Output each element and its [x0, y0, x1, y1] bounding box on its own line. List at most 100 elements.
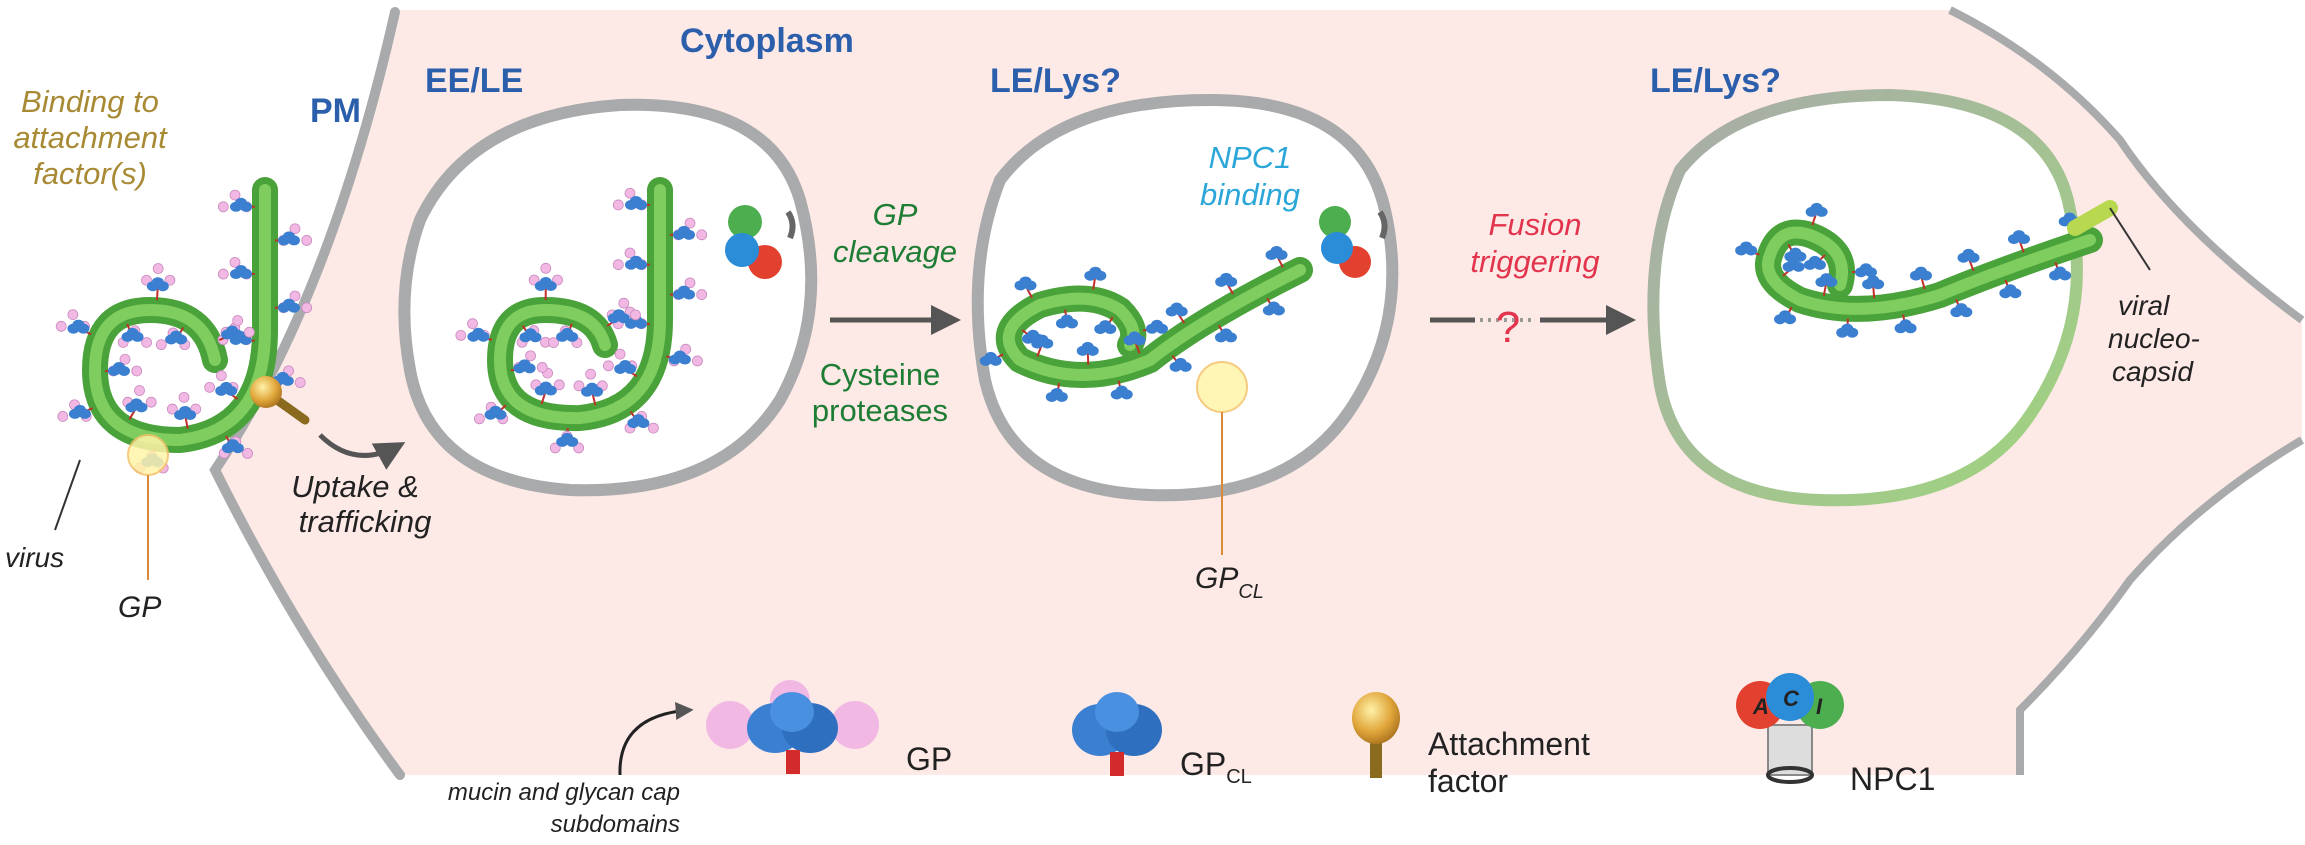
svg-text:C: C: [1783, 686, 1800, 711]
gp-spike: [528, 262, 563, 301]
gp-spike: [1774, 306, 1797, 325]
gp-spike: [1045, 382, 1068, 402]
viral-nucleocapsid-tip: [2067, 200, 2151, 271]
gp-spike: [2007, 230, 2030, 253]
gp-spike: [1836, 318, 1859, 338]
gp-spike: [1265, 245, 1288, 268]
gp-spike: [1735, 241, 1760, 256]
gp-spike: [1862, 275, 1885, 299]
legend-mucin-arrow: [618, 702, 694, 776]
gp-spike: [1803, 254, 1826, 270]
svg-text:triggering: triggering: [1470, 244, 1599, 279]
gp-spike: [516, 325, 551, 348]
svg-text:nucleo-: nucleo-: [2108, 323, 2200, 354]
gp-spike: [117, 323, 152, 348]
legend-gpcl-label: GPCL: [1180, 746, 1252, 788]
gp-spike: [1014, 276, 1037, 299]
gp-spike: [218, 315, 255, 341]
uptake-label: Uptake & trafficking: [291, 469, 431, 539]
svg-text:viral: viral: [2118, 290, 2170, 321]
svg-text:I: I: [1816, 694, 1823, 719]
gp-spike: [603, 348, 638, 378]
gp-spike: [1215, 272, 1238, 295]
binding-label: Binding to attachment factor(s): [13, 84, 168, 191]
svg-text:capsid: capsid: [2112, 356, 2194, 387]
svg-text:factor: factor: [1428, 763, 1508, 799]
gp-spike: [1262, 297, 1285, 316]
svg-text:proteases: proteases: [812, 393, 948, 428]
gp-spike: [1142, 319, 1168, 334]
gp-spike: [1957, 248, 1980, 272]
question-mark: ?: [1496, 303, 1520, 352]
gp-spike: [666, 343, 703, 367]
gp-spike: [1214, 324, 1237, 343]
svg-text:attachment: attachment: [13, 120, 168, 155]
legend-mucin-note: mucin and glycan cap subdomains: [448, 779, 680, 838]
gp-spike: [510, 350, 548, 374]
gp-spike: [1999, 279, 2022, 299]
ee-le-label: EE/LE: [425, 62, 523, 100]
gp-spike: [573, 368, 608, 406]
legend-attachment-icon: [1352, 692, 1400, 778]
svg-text:Uptake &: Uptake &: [291, 469, 419, 504]
pm-label: PM: [310, 92, 361, 130]
gp-spike: [275, 223, 313, 246]
legend-npc1-icon: A C I: [1736, 673, 1844, 784]
gp-spike: [473, 401, 509, 425]
npc1-binding-label: NPC1 binding: [1200, 140, 1300, 212]
cysteine-label: Cysteine proteases: [812, 357, 948, 428]
right-membrane-lower: [2016, 436, 2305, 775]
svg-text:Binding to: Binding to: [21, 84, 159, 119]
gp-spike: [1165, 302, 1188, 324]
gp-spike: [1815, 273, 1838, 297]
attachment-factor-membrane: [250, 376, 310, 425]
gpcl-label: GPCL: [1195, 562, 1264, 603]
legend-npc1-label: NPC1: [1850, 761, 1935, 797]
gp-spike: [105, 353, 143, 377]
svg-text:Fusion: Fusion: [1488, 207, 1581, 242]
gp-spike: [155, 327, 191, 351]
gpcl-highlight: [1196, 361, 1248, 413]
virus-endosome-2: [979, 245, 1313, 402]
gp-spike: [979, 351, 1004, 366]
gp-spike: [455, 318, 493, 342]
virus-leader-line: [54, 459, 81, 531]
gp-spike: [670, 217, 708, 241]
gp-spike: [217, 189, 255, 213]
gp-spike: [1084, 266, 1107, 290]
npc1-endosome-2: [1319, 206, 1388, 278]
gp-spike: [217, 256, 255, 280]
gp-spike: [1950, 298, 1973, 318]
legend-attachment-label: Attachment factor: [1428, 726, 1590, 799]
nucleocapsid-label: viral nucleo- capsid: [2108, 290, 2200, 387]
uptake-arrow: [318, 433, 406, 470]
legend-gp-icon: [706, 680, 879, 774]
gp-spike: [218, 435, 253, 459]
svg-text:cleavage: cleavage: [833, 234, 957, 269]
gp-spike: [1110, 380, 1133, 400]
gp-spike: [1894, 314, 1917, 334]
gp-spike: [204, 370, 239, 400]
svg-text:Cysteine: Cysteine: [820, 357, 941, 392]
cytoplasm-label: Cytoplasm: [680, 22, 854, 60]
gp-highlight-outer: [127, 434, 169, 476]
gp-spike: [122, 385, 157, 420]
gp-cleavage-label: GP cleavage: [833, 197, 957, 269]
gp-spike: [548, 323, 583, 348]
svg-text:binding: binding: [1200, 177, 1300, 212]
gp-spike: [530, 367, 565, 405]
gp-spike: [606, 297, 641, 327]
le-lys-label-1: LE/Lys?: [990, 62, 1121, 100]
gp-spike: [141, 263, 176, 301]
gp-spike: [1784, 244, 1807, 262]
gp-spike: [612, 306, 650, 330]
gp-spike: [1123, 331, 1146, 354]
virus-endosome-3: [1735, 202, 2103, 338]
gp-spike: [57, 399, 94, 422]
gp-spike: [549, 427, 585, 454]
fusion-label: Fusion triggering: [1470, 207, 1599, 279]
gp-spike: [1021, 329, 1045, 344]
gp-spike: [166, 391, 202, 429]
gp-spike: [1169, 354, 1192, 372]
